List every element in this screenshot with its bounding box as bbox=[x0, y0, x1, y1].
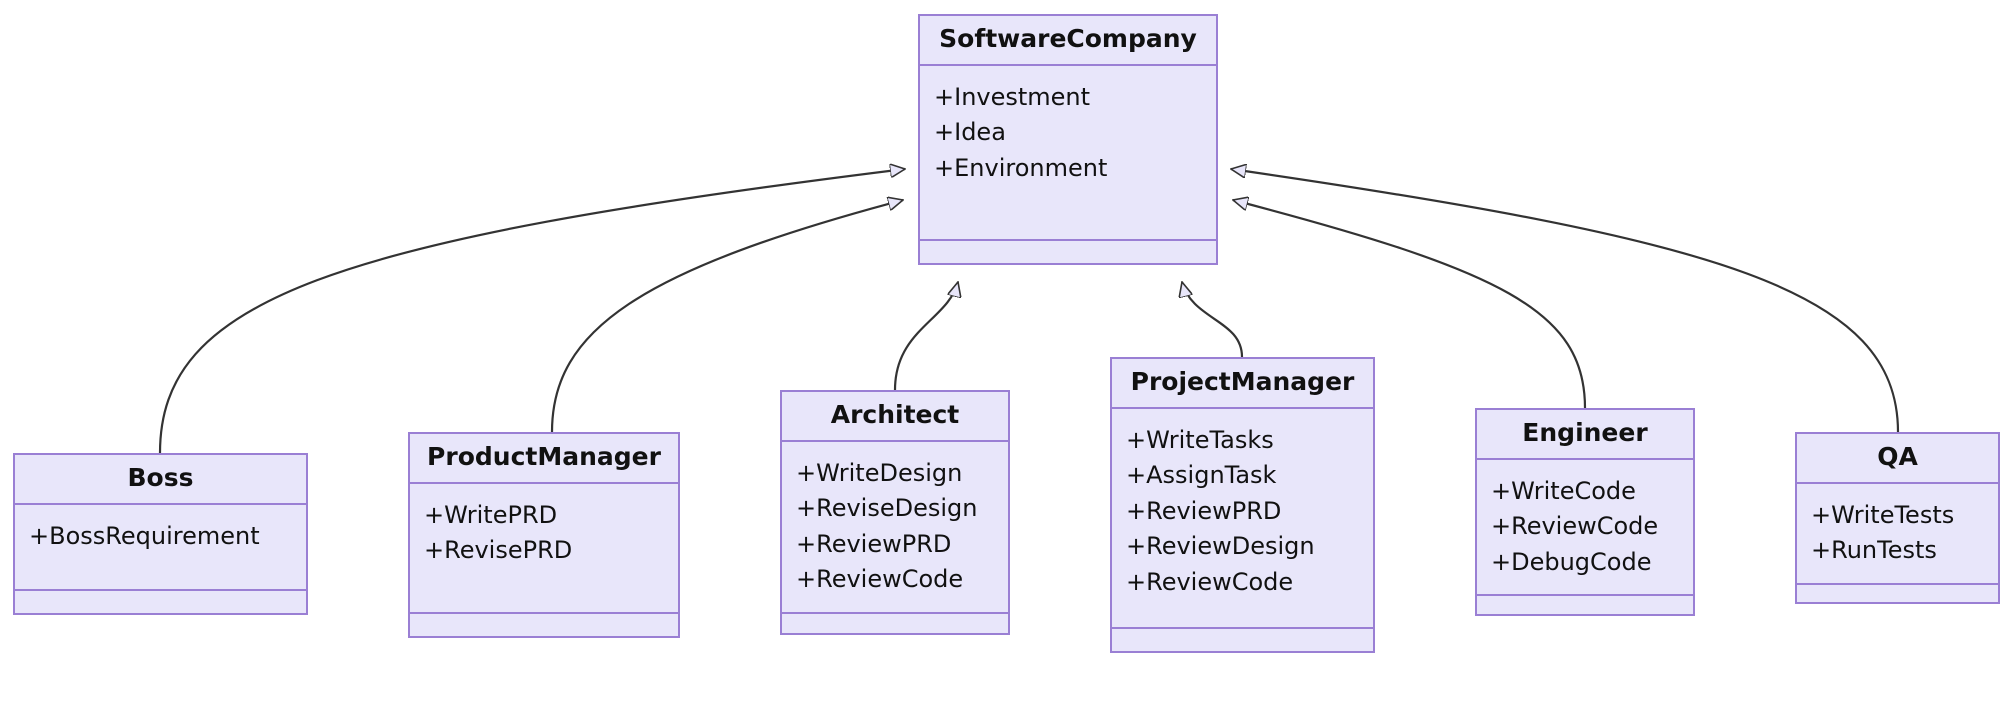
class-methods-project-manager bbox=[1112, 629, 1373, 651]
class-member: +ReviewDesign bbox=[1126, 532, 1315, 561]
class-member: +WriteCode bbox=[1491, 476, 1636, 505]
class-member: +Environment bbox=[934, 153, 1108, 182]
class-member: +Idea bbox=[934, 118, 1006, 147]
class-member: +RevisePRD bbox=[424, 536, 573, 565]
class-member: +ReviseDesign bbox=[796, 494, 978, 523]
class-box-architect[interactable]: Architect +WriteDesign +ReviseDesign +Re… bbox=[780, 390, 1010, 635]
class-box-qa[interactable]: QA +WriteTests +RunTests bbox=[1795, 432, 2000, 604]
class-member: +ReviewCode bbox=[1126, 567, 1294, 596]
edge-architect-to-softwarecompany bbox=[893, 282, 958, 391]
class-methods-product-manager bbox=[410, 614, 678, 636]
class-member: +AssignTask bbox=[1126, 461, 1277, 490]
class-members-software-company: +Investment +Idea +Environment bbox=[920, 66, 1216, 241]
class-box-engineer[interactable]: Engineer +WriteCode +ReviewCode +DebugCo… bbox=[1475, 408, 1695, 616]
class-box-software-company[interactable]: SoftwareCompany +Investment +Idea +Envir… bbox=[918, 14, 1218, 265]
class-box-boss[interactable]: Boss +BossRequirement bbox=[13, 453, 308, 615]
class-title-architect: Architect bbox=[782, 392, 1008, 442]
class-member: +BossRequirement bbox=[29, 521, 260, 550]
class-methods-engineer bbox=[1477, 596, 1693, 618]
class-members-product-manager: +WritePRD +RevisePRD bbox=[410, 484, 678, 614]
class-title-boss: Boss bbox=[15, 455, 306, 505]
class-members-architect: +WriteDesign +ReviseDesign +ReviewPRD +R… bbox=[782, 442, 1008, 614]
class-members-engineer: +WriteCode +ReviewCode +DebugCode bbox=[1477, 460, 1693, 597]
class-box-project-manager[interactable]: ProjectManager +WriteTasks +AssignTask +… bbox=[1110, 357, 1375, 653]
class-member: +WriteTests bbox=[1811, 500, 1955, 529]
class-member: +ReviewCode bbox=[1491, 512, 1659, 541]
class-methods-qa bbox=[1797, 585, 1998, 607]
class-title-qa: QA bbox=[1797, 434, 1998, 484]
class-member: +RunTests bbox=[1811, 536, 1937, 565]
class-member: +DebugCode bbox=[1491, 547, 1652, 576]
class-member: +ReviewCode bbox=[796, 565, 964, 594]
class-title-product-manager: ProductManager bbox=[410, 434, 678, 484]
class-member: +WritePRD bbox=[424, 500, 558, 529]
class-members-boss: +BossRequirement bbox=[15, 505, 306, 591]
class-members-qa: +WriteTests +RunTests bbox=[1797, 484, 1998, 585]
edge-projectmanager-to-softwarecompany bbox=[1182, 282, 1244, 358]
class-member: +WriteTasks bbox=[1126, 425, 1274, 454]
class-title-engineer: Engineer bbox=[1477, 410, 1693, 460]
class-members-project-manager: +WriteTasks +AssignTask +ReviewPRD +Revi… bbox=[1112, 409, 1373, 629]
class-box-product-manager[interactable]: ProductManager +WritePRD +RevisePRD bbox=[408, 432, 680, 638]
class-member: +ReviewPRD bbox=[796, 529, 952, 558]
class-member: +Investment bbox=[934, 82, 1091, 111]
class-methods-boss bbox=[15, 591, 306, 613]
class-methods-software-company bbox=[920, 241, 1216, 263]
class-member: +ReviewPRD bbox=[1126, 496, 1282, 525]
class-title-project-manager: ProjectManager bbox=[1112, 359, 1373, 409]
class-title-software-company: SoftwareCompany bbox=[920, 16, 1216, 66]
class-member: +WriteDesign bbox=[796, 458, 963, 487]
class-methods-architect bbox=[782, 614, 1008, 636]
